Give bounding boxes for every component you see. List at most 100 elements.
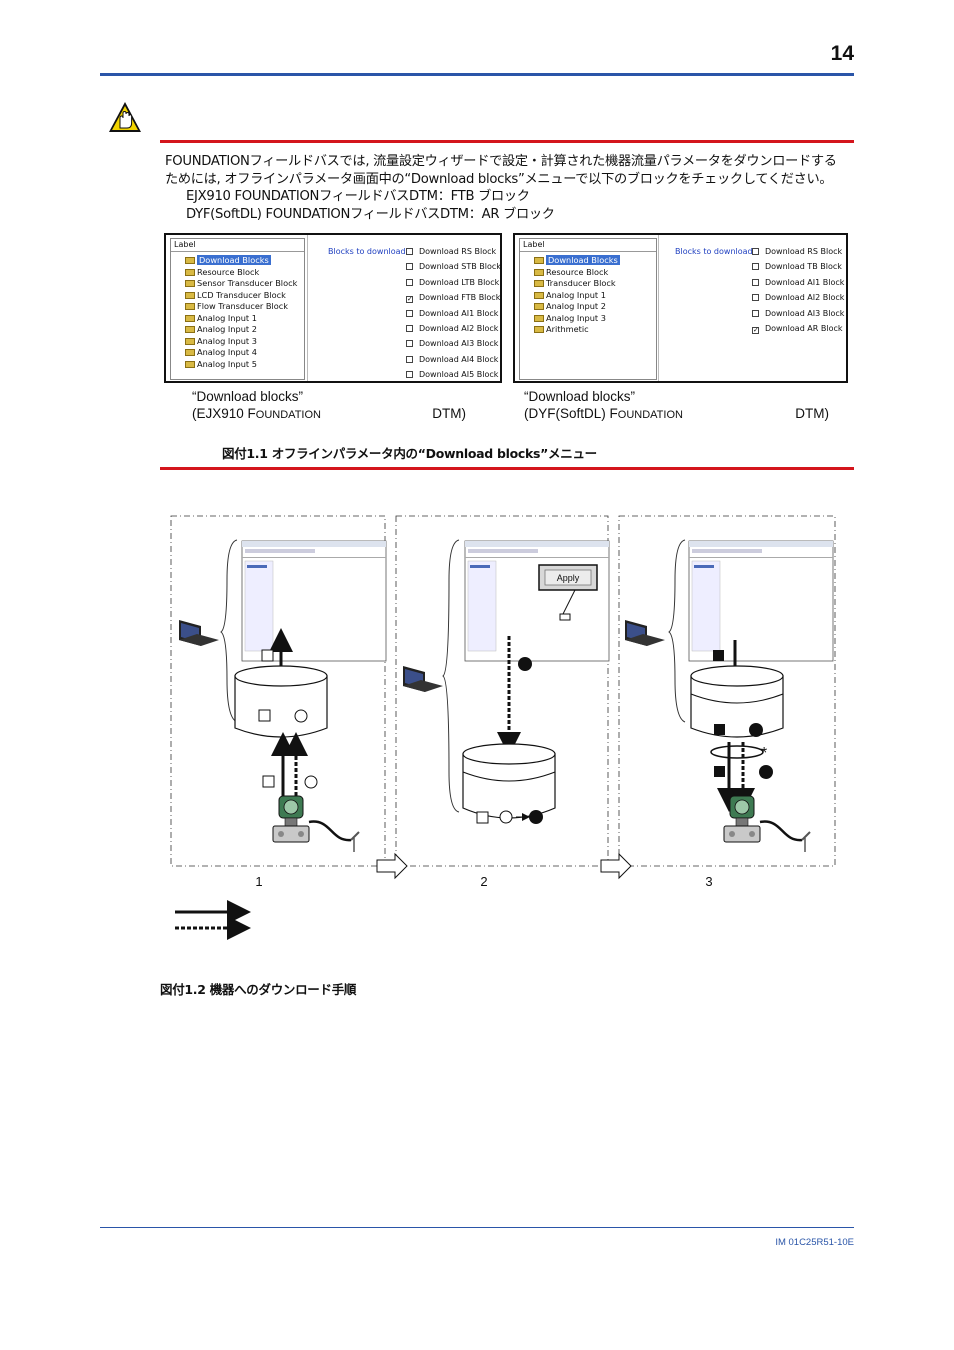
checkbox[interactable]	[752, 248, 759, 255]
tree-item[interactable]: Flow Transducer Block	[185, 301, 288, 312]
tree-header: Label	[523, 240, 545, 249]
folder-icon	[185, 291, 195, 299]
checkbox[interactable]	[406, 325, 413, 332]
tree-item[interactable]: Analog Input 3	[185, 336, 257, 347]
checkbox[interactable]	[752, 309, 759, 317]
checkbox[interactable]	[752, 278, 759, 286]
folder-icon	[185, 303, 195, 310]
blocks-to-download-label: Blocks to download:	[328, 247, 409, 256]
next-step-arrow-1	[376, 852, 408, 880]
checkbox-label: Download LTB Block	[419, 277, 500, 287]
checkbox-label: Download RS Block	[765, 247, 843, 256]
block-checkbox-row[interactable]: Download AI3 Block	[752, 309, 844, 318]
checkbox[interactable]	[406, 340, 413, 348]
tree-item[interactable]: Analog Input 2	[185, 324, 257, 335]
intro-line-2: ためには, オフラインパラメータ画面中の“Download blocks”メニュ…	[165, 172, 833, 187]
block-checkbox-row[interactable]: Download AI3 Block	[406, 339, 498, 348]
tree-item[interactable]: Analog Input 1	[185, 313, 257, 324]
checkbox-label: Download AI2 Block	[419, 324, 499, 333]
tree-item[interactable]: Resource Block	[185, 267, 259, 278]
block-checkbox-row[interactable]: Download TB Block	[752, 262, 842, 271]
tree-item-label: Analog Input 1	[546, 289, 606, 300]
folder-icon	[185, 314, 195, 322]
figure2-caption: 図付1.2 機器へのダウンロード手順	[160, 982, 357, 997]
step1-laptop-icon	[179, 620, 219, 646]
tree-item[interactable]: Resource Block	[534, 267, 608, 278]
checkbox[interactable]	[406, 309, 413, 317]
checkbox-label: Download TB Block	[765, 262, 842, 272]
checkbox-label: Download AI3 Block	[765, 308, 845, 318]
tree-item[interactable]: Arithmetic	[534, 324, 589, 335]
divider	[307, 235, 308, 381]
tree-item-label: Analog Input 2	[546, 301, 606, 311]
checkbox[interactable]: ✓	[406, 295, 413, 304]
folder-icon	[534, 326, 544, 333]
caution-hand-icon	[108, 101, 142, 133]
block-checkbox-row[interactable]: Download AI2 Block	[752, 293, 844, 302]
tree-item[interactable]: Analog Input 3	[534, 313, 606, 324]
checkbox[interactable]	[406, 355, 413, 363]
block-checkbox-row[interactable]: Download RS Block	[752, 247, 842, 256]
block-checkbox-row[interactable]: Download AI1 Block	[752, 278, 844, 287]
block-checkbox-row[interactable]: Download AI5 Block	[406, 370, 498, 379]
tree-item-label: Transducer Block	[546, 278, 616, 288]
tree-header-rule	[171, 251, 304, 252]
tree-item[interactable]: Analog Input 5	[185, 359, 257, 370]
tree-header-rule	[520, 251, 656, 252]
download-procedure-diagram: Apply * 1 2	[165, 510, 845, 950]
block-checkbox-row[interactable]: Download AI1 Block	[406, 309, 498, 318]
intro-line-4: DYF(SoftDL) FOUNDATIONフィールドバスDTM：AR ブロック	[186, 207, 555, 222]
tree-item[interactable]: Download Blocks	[534, 255, 620, 266]
tree-item[interactable]: LCD Transducer Block	[185, 290, 286, 301]
folder-icon	[534, 314, 544, 322]
block-checkbox-row[interactable]: Download AI4 Block	[406, 355, 498, 364]
block-checkbox-row[interactable]: ✓ Download FTB Block	[406, 293, 501, 304]
folder-icon	[185, 337, 195, 345]
checkbox[interactable]	[406, 248, 413, 255]
checkbox-label: Download RS Block	[419, 247, 497, 256]
checkbox[interactable]: ✓	[752, 326, 759, 334]
section-rule-top	[160, 140, 854, 143]
block-checkbox-row[interactable]: Download STB Block	[406, 262, 501, 271]
tree-item-label: Resource Block	[546, 266, 609, 277]
block-checkbox-row[interactable]: Download RS Block	[406, 247, 496, 256]
right-caption-suffix: DTM)	[795, 406, 829, 421]
tree-item[interactable]: Analog Input 2	[534, 301, 606, 312]
tree-item[interactable]: Analog Input 4	[185, 347, 257, 358]
block-checkbox-row[interactable]: ✓Download AR Block	[752, 324, 843, 334]
tree-item-label: Analog Input 3	[546, 312, 606, 323]
checkbox-label: Download AI3 Block	[419, 339, 499, 349]
checkbox[interactable]	[752, 263, 759, 271]
checkbox[interactable]	[752, 294, 759, 302]
next-step-arrow-2	[600, 852, 632, 880]
folder-icon	[534, 303, 544, 310]
tree-item[interactable]: Sensor Transducer Block	[185, 278, 297, 289]
tree-item[interactable]: Analog Input 1	[534, 290, 606, 301]
folder-icon	[185, 326, 195, 333]
tree-item-label: Analog Input 1	[197, 312, 257, 323]
checkbox[interactable]	[406, 263, 413, 271]
checkbox[interactable]	[406, 371, 413, 379]
block-checkbox-row[interactable]: Download AI2 Block	[406, 324, 498, 333]
step1-frame	[170, 515, 386, 867]
tree-header: Label	[174, 240, 196, 249]
tree-item[interactable]: Download Blocks	[185, 255, 271, 266]
folder-icon	[185, 349, 195, 356]
checkbox-label: Download FTB Block	[419, 293, 501, 303]
step3-dtm-window	[688, 540, 834, 662]
step-number-1: 1	[255, 874, 262, 889]
intro-line-1: FOUNDATIONフィールドバスでは, 流量設定ウィザードで設定・計算された機…	[165, 154, 837, 169]
tree-item-label: Analog Input 2	[197, 324, 257, 334]
checkbox[interactable]	[406, 278, 413, 286]
step2-frame	[395, 515, 609, 867]
folder-icon	[534, 268, 544, 276]
document-id: IM 01C25R51-10E	[775, 1237, 854, 1248]
divider	[658, 235, 659, 381]
header-rule	[100, 73, 854, 76]
intro-line-3: EJX910 FOUNDATIONフィールドバスDTM：FTB ブロック	[186, 189, 530, 204]
block-checkbox-row[interactable]: Download LTB Block	[406, 278, 499, 287]
tree-item[interactable]: Transducer Block	[534, 278, 616, 289]
